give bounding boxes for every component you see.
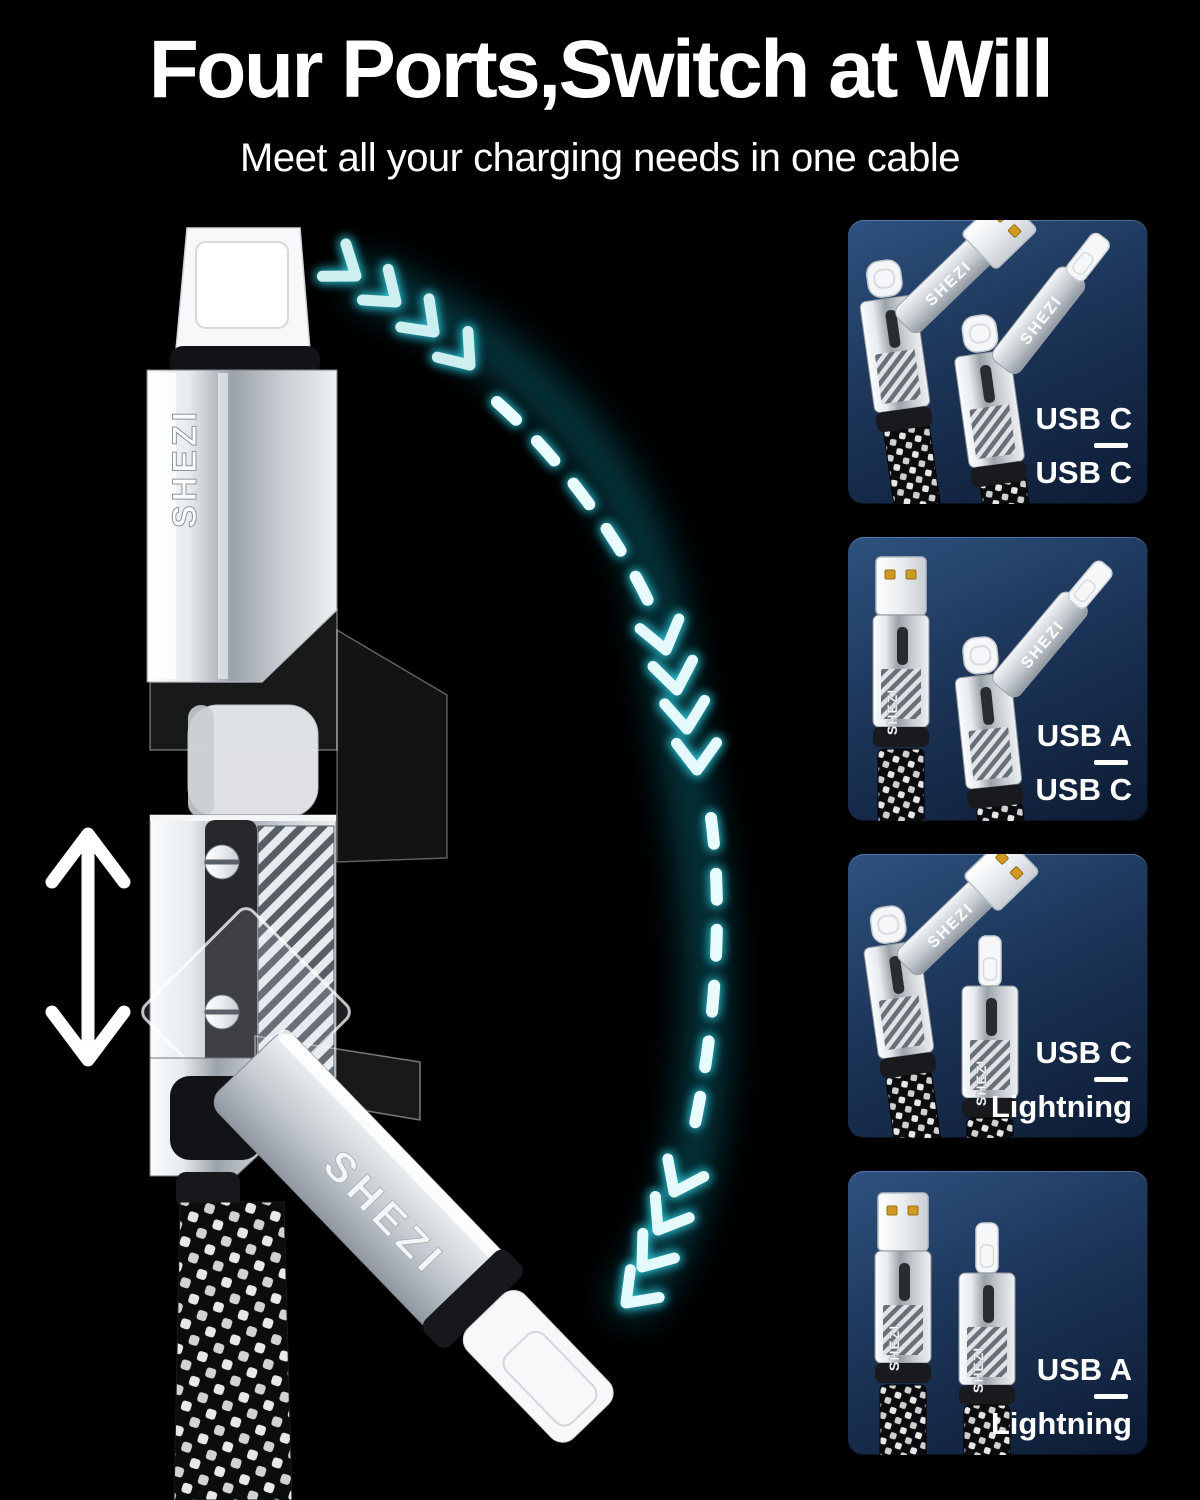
lightning-head: [978, 935, 1002, 987]
screw-icon: [204, 844, 240, 880]
brand-label: SHEZI: [886, 1325, 902, 1371]
top-label: USB C: [1035, 401, 1132, 436]
bottom-label: USB C: [1035, 772, 1132, 807]
lightning-head: [975, 1222, 999, 1274]
top-label: USB A: [1036, 718, 1132, 753]
braided-cable-tail: [877, 748, 925, 821]
connector-body: SHEZI: [146, 369, 338, 683]
braided-cable: [173, 1201, 293, 1500]
lightning-flip-arm: SHEZI: [213, 1029, 614, 1443]
combo-card-usba-usbc: SHEZI SHEZI USB A: [848, 537, 1148, 821]
lightning-connector: SHEZI: [958, 1222, 1016, 1455]
flip-arm-lightning: SHEZI: [988, 557, 1116, 702]
lightning-head: [1063, 229, 1113, 285]
screw-icon: [204, 994, 240, 1030]
usb-a-connector: SHEZI: [874, 1192, 932, 1455]
ghost-sheet: [336, 628, 448, 863]
top-label: USB C: [1035, 1035, 1132, 1070]
usb-c-head: [960, 634, 1001, 677]
slide-double-arrow-icon: [45, 827, 131, 1067]
ghost-sleeve: [149, 608, 448, 863]
lightning-tip-contact: [502, 1330, 598, 1427]
connector-body: [872, 614, 930, 748]
bottom-label: Lightning: [990, 1406, 1132, 1441]
connector-collar: [170, 346, 320, 376]
usb-c-head: [867, 903, 909, 946]
braided-cable-tail: [879, 1384, 927, 1455]
card-labels: USB C USB C: [1036, 403, 1132, 488]
usb-a-connector: SHEZI: [872, 556, 930, 821]
divider-line: [1094, 1077, 1128, 1082]
card-labels: USB A USB C: [1036, 720, 1132, 805]
brand-label: SHEZI: [973, 1060, 989, 1106]
lightning-connector-top: [170, 227, 320, 376]
body-shell: [146, 369, 338, 683]
brand-label-vertical: SHEZI: [166, 408, 204, 528]
card-art-4: SHEZI SHEZI: [874, 1192, 1016, 1455]
card-art-3: SHEZI SHEZI: [862, 854, 1041, 1138]
divider-line: [1094, 443, 1128, 448]
cable-neck: [176, 1172, 240, 1208]
usb-a-head: [877, 1192, 929, 1252]
page-subtitle: Meet all your charging needs in one cabl…: [240, 136, 960, 180]
housing-top-edge: [150, 815, 336, 821]
brand-label: SHEZI: [970, 1347, 986, 1393]
braided-cable-tail: [882, 421, 952, 504]
arm-highlight: [278, 1029, 512, 1271]
page-title: Four Ports,Switch at Will: [148, 24, 1054, 115]
usb-c-shade: [188, 705, 214, 817]
card-art-2: SHEZI SHEZI: [872, 556, 1116, 821]
combo-card-usbc-lightning: SHEZI SHEZI USB C Lightning: [848, 854, 1148, 1138]
divider-line: [1094, 1394, 1128, 1399]
card-labels: USB C Lightning: [991, 1037, 1132, 1122]
connector-body: [874, 1250, 932, 1384]
hero-product-illustration: SHEZI: [45, 227, 730, 1500]
swivel-arc: [322, 244, 730, 1327]
divider-line: [1094, 760, 1128, 765]
lightning-connector: SHEZI: [961, 935, 1019, 1138]
combo-card-list: SHEZI SHEZI: [848, 220, 1148, 1455]
lightning-tip-bottom: [462, 1290, 614, 1443]
brand-label: SHEZI: [884, 689, 900, 735]
combo-card-usba-lightning: SHEZI SHEZI USB A Lightning: [848, 1171, 1148, 1455]
body-edge-highlight: [218, 373, 228, 679]
usb-c-head: [864, 257, 905, 300]
usb-c-head: [959, 312, 1001, 355]
lightning-head: [1064, 557, 1116, 612]
bottom-label: Lightning: [990, 1089, 1132, 1124]
lightning-contact: [195, 241, 289, 329]
combo-card-usbc-usbc: SHEZI SHEZI: [848, 220, 1148, 504]
top-label: USB A: [1036, 1352, 1132, 1387]
usb-a-head: [875, 556, 927, 616]
card-art-1: SHEZI SHEZI: [858, 220, 1113, 504]
flip-arm-usb-a: SHEZI: [893, 854, 1041, 979]
card-labels: USB A Lightning: [991, 1354, 1132, 1439]
arm-ring: [422, 1249, 523, 1348]
body-left-highlight: [150, 373, 176, 679]
braided-cable-tail: [884, 1069, 954, 1138]
bottom-label: USB C: [1035, 455, 1132, 490]
